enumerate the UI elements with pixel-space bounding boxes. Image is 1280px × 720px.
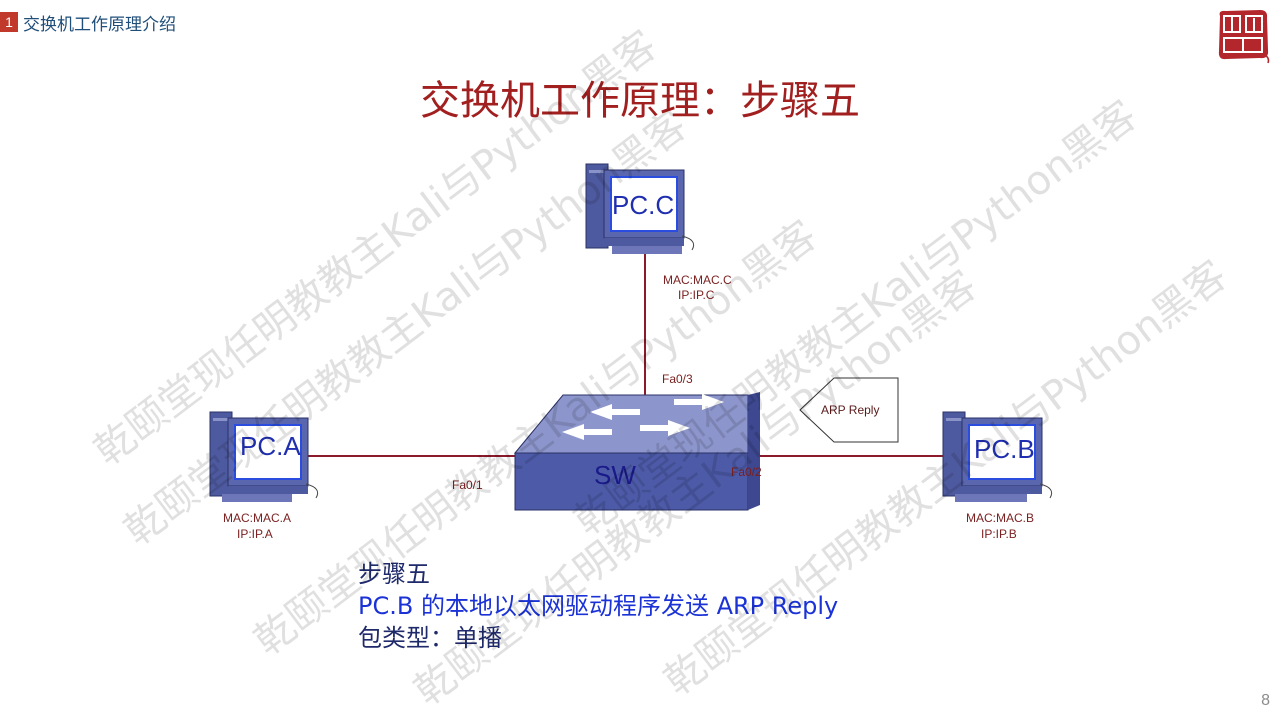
section-header: 1 交换机工作原理介绍 — [0, 10, 176, 35]
step-note-packet-type: 包类型：单播 — [358, 624, 502, 652]
pc-a-mac: MAC:MAC.A — [223, 511, 291, 525]
pc-c-computer-icon — [585, 163, 695, 254]
pc-a-label: PC.A — [240, 431, 301, 461]
port-label-fa02: Fa0/2 — [731, 465, 762, 479]
seal-logo-icon — [1218, 10, 1270, 64]
pc-b-mac: MAC:MAC.B — [966, 511, 1034, 525]
section-number-badge: 1 — [0, 12, 18, 32]
pc-b-ip: IP:IP.B — [981, 527, 1017, 541]
slide-title: 交换机工作原理：步骤五 — [420, 78, 860, 124]
pc-a-ip: IP:IP.A — [237, 527, 273, 541]
step-note-title: 步骤五 — [358, 560, 430, 588]
port-label-fa03: Fa0/3 — [662, 372, 693, 386]
switch-icon — [513, 392, 760, 511]
pc-c-label: PC.C — [612, 190, 674, 220]
arp-reply-label: ARP Reply — [821, 403, 879, 417]
pc-b-label: PC.B — [974, 434, 1035, 464]
step-note: 步骤五 PC.B 的本地以太网驱动程序发送 ARP Reply 包类型：单播 — [358, 558, 838, 654]
section-title: 交换机工作原理介绍 — [23, 14, 176, 35]
page-number: 8 — [1261, 692, 1270, 709]
step-note-action: PC.B 的本地以太网驱动程序发送 ARP Reply — [358, 592, 839, 620]
pc-a-computer-icon — [209, 411, 319, 502]
switch-label: SW — [594, 460, 636, 490]
pc-c-mac: MAC:MAC.C — [663, 273, 732, 287]
port-label-fa01: Fa0/1 — [452, 478, 483, 492]
pc-c-ip: IP:IP.C — [678, 288, 715, 302]
pc-b-computer-icon — [942, 411, 1053, 502]
arp-reply-packet-icon — [799, 377, 899, 443]
